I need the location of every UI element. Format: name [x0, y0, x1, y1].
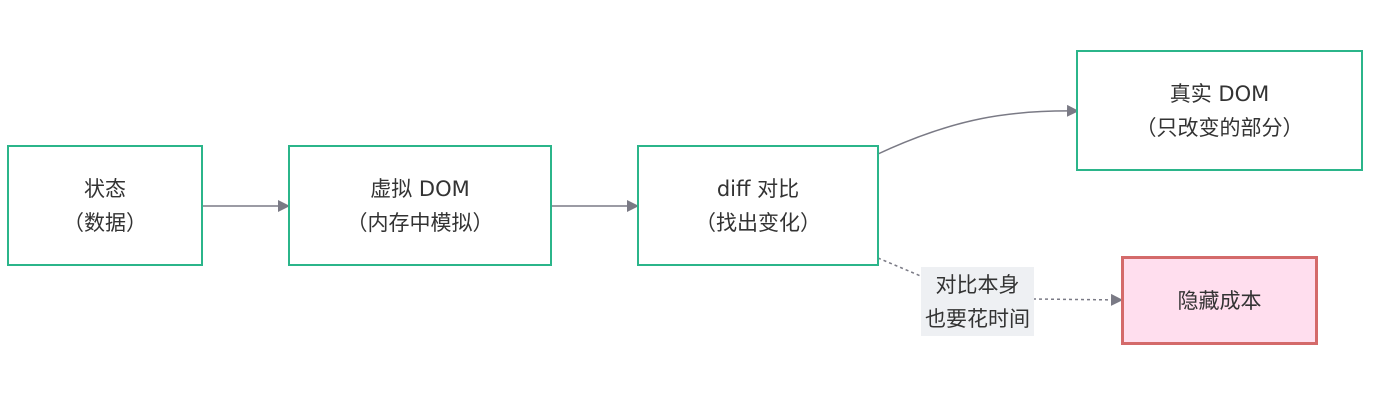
arrow-diff-to-real-dom [877, 104, 1079, 155]
edge-label-diff-to-cost: 对比本身 也要花时间 [921, 267, 1034, 336]
node-virtual-dom: 虚拟 DOM （内存中模拟） [288, 145, 552, 266]
edge-label-line-2: 也要花时间 [925, 306, 1030, 331]
node-state-subtitle: （数据） [63, 210, 147, 235]
node-diff: diff 对比 （找出变化） [637, 145, 879, 266]
node-diff-title: diff 对比 [716, 176, 800, 201]
node-diff-subtitle: （找出变化） [695, 210, 821, 235]
node-real-dom-title: 真实 DOM [1169, 81, 1270, 106]
node-state-title: 状态 [84, 176, 126, 201]
node-real-dom-subtitle: （只改变的部分） [1135, 115, 1304, 140]
node-hidden-cost-title: 隐藏成本 [1177, 288, 1262, 313]
edge-label-line-1: 对比本身 [935, 272, 1020, 297]
node-hidden-cost: 隐藏成本 [1121, 256, 1318, 345]
node-virtual-dom-subtitle: （内存中模拟） [346, 210, 494, 235]
node-state: 状态 （数据） [7, 145, 203, 266]
arrow-diff-to-hidden-cost [877, 257, 1122, 300]
node-virtual-dom-title: 虚拟 DOM [370, 176, 470, 201]
node-real-dom: 真实 DOM （只改变的部分） [1076, 50, 1363, 171]
